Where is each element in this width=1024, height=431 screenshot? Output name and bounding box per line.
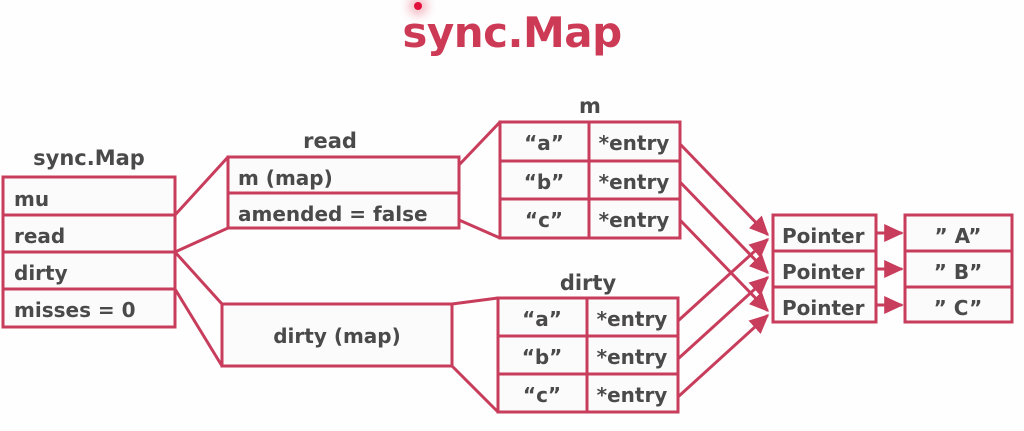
dirty-row-value: *entry <box>597 307 668 331</box>
arrows-dirty-to-pointers <box>677 238 769 398</box>
m-row-key: “a” <box>524 131 564 155</box>
struct-field-read: read <box>14 224 65 248</box>
dirty-map-label: dirty (map) <box>273 324 401 348</box>
pointer-row-label: Pointer <box>782 224 865 248</box>
dirty-table-caption: dirty <box>560 271 617 295</box>
dirty-row-key: “c” <box>523 383 561 407</box>
struct-field-misses-label: misses = <box>14 298 122 322</box>
read-row-m-label: m (map) <box>238 166 333 190</box>
page-title: sync.Map <box>402 8 622 57</box>
value-row-label: ” C” <box>934 296 983 320</box>
m-row-value: *entry <box>599 170 670 194</box>
m-row-key: “b” <box>524 170 565 194</box>
sync-map-struct: sync.Map mu read dirty misses = 0 <box>1 146 177 329</box>
m-table: m “a” *entry “b” *entry “c” *entry <box>498 94 682 240</box>
dirty-row-value: *entry <box>597 383 668 407</box>
svg-text:amended = false: amended = false <box>238 202 428 226</box>
connector-dirtybox-to-dirtytable <box>450 296 500 414</box>
svg-text:misses = 0: misses = 0 <box>14 298 136 322</box>
value-row-label: ” A” <box>935 224 982 248</box>
struct-field-mu: mu <box>14 187 49 211</box>
dirty-row-key: “b” <box>522 345 563 369</box>
struct-field-dirty: dirty <box>14 261 68 285</box>
red-dot-icon <box>414 2 422 10</box>
m-row-value: *entry <box>599 208 670 232</box>
read-row-amended-value: false <box>373 202 428 226</box>
pointer-table: Pointer Pointer Pointer <box>771 213 878 324</box>
struct-caption: sync.Map <box>33 146 145 170</box>
m-table-caption: m <box>579 94 601 118</box>
arrows-pointer-to-values <box>875 224 904 314</box>
connector-struct-to-read <box>173 155 230 254</box>
dirty-row-value: *entry <box>597 345 668 369</box>
read-box-caption: read <box>303 129 357 153</box>
struct-field-misses-value: 0 <box>122 298 136 322</box>
connector-read-to-m <box>457 120 502 240</box>
value-table: ” A” ” B” ” C” <box>903 213 1014 324</box>
dirty-table: dirty “a” *entry “b” *entry “c” *entry <box>496 271 680 414</box>
pointer-row-label: Pointer <box>782 296 865 320</box>
pointer-row-label: Pointer <box>782 260 865 284</box>
connector-struct-to-dirty <box>173 250 224 368</box>
value-row-label: ” B” <box>934 260 983 284</box>
m-row-key: “c” <box>525 208 563 232</box>
arrows-m-to-pointers <box>679 143 769 312</box>
read-row-amended-label: amended = <box>238 202 373 226</box>
dirty-map-box: dirty (map) <box>220 302 454 368</box>
m-row-value: *entry <box>599 131 670 155</box>
read-box: read m (map) amended = false <box>226 129 461 230</box>
dirty-row-key: “a” <box>522 307 562 331</box>
